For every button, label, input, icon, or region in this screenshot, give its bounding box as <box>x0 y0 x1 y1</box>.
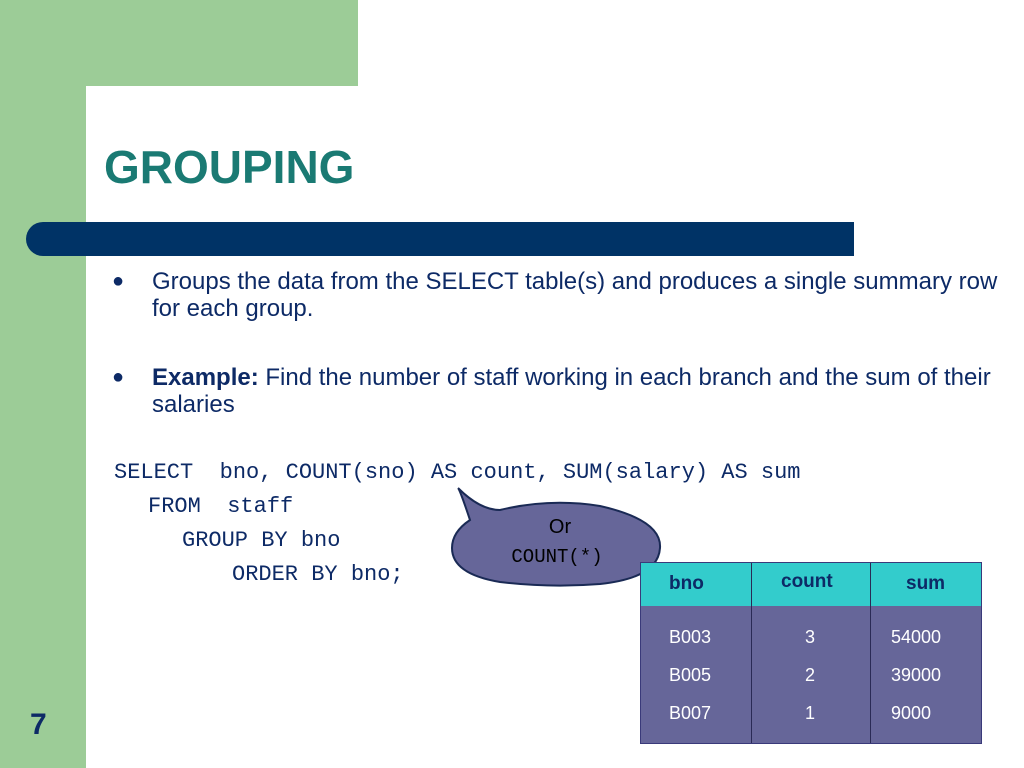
title-underline-bar <box>26 222 854 256</box>
example-text: Find the number of staff working in each… <box>152 364 991 418</box>
bullet-text: Groups the data from the SELECT table(s)… <box>152 268 998 322</box>
table-cell: 2 <box>805 665 816 685</box>
green-frame-left <box>0 0 86 768</box>
table-header-cell: sum <box>906 573 946 594</box>
table-cell: 9000 <box>891 703 932 723</box>
table-cell: 54000 <box>891 627 942 647</box>
bullet-dot-icon: ● <box>112 270 125 292</box>
callout-count-text: COUNT(*) <box>511 546 603 568</box>
slide-number: 7 <box>30 708 47 741</box>
example-label: Example: <box>152 364 259 391</box>
bullet-dot-icon: ● <box>112 366 125 388</box>
code-line-4: ORDER BY bno; <box>232 562 404 587</box>
slide-title: GROUPING <box>104 141 355 193</box>
callout-shape <box>450 487 662 587</box>
table-cell: 1 <box>805 703 816 723</box>
table-column-divider <box>751 563 752 743</box>
code-line-2: FROM staff <box>148 494 294 519</box>
bullet-item-1: ● Groups the data from the SELECT table(… <box>112 268 1002 322</box>
table-header-cell: bno <box>669 573 704 594</box>
bullet-item-2: ● Example: Find the number of staff work… <box>112 364 1002 418</box>
code-line-3: GROUP BY bno <box>182 528 341 553</box>
table-cell: B005 <box>669 665 712 685</box>
callout-bubble: Or COUNT(*) <box>440 480 670 590</box>
table-header-row: bno count sum <box>641 563 981 606</box>
table-header-cell: count <box>781 571 833 592</box>
table-body: B003 3 54000 B005 2 39000 B007 1 9000 <box>641 606 981 743</box>
bullet-text: Example: Find the number of staff workin… <box>152 364 1002 418</box>
table-cell: B003 <box>669 627 712 647</box>
callout-or-text: Or <box>548 516 572 538</box>
table-cell: 3 <box>805 627 816 647</box>
table-cell: 39000 <box>891 665 942 685</box>
code-line-1: SELECT bno, COUNT(sno) AS count, SUM(sal… <box>114 460 801 485</box>
table-cell: B007 <box>669 703 712 723</box>
result-table: bno count sum B003 3 54000 B005 2 39000 … <box>640 562 982 744</box>
table-column-divider <box>870 563 871 743</box>
